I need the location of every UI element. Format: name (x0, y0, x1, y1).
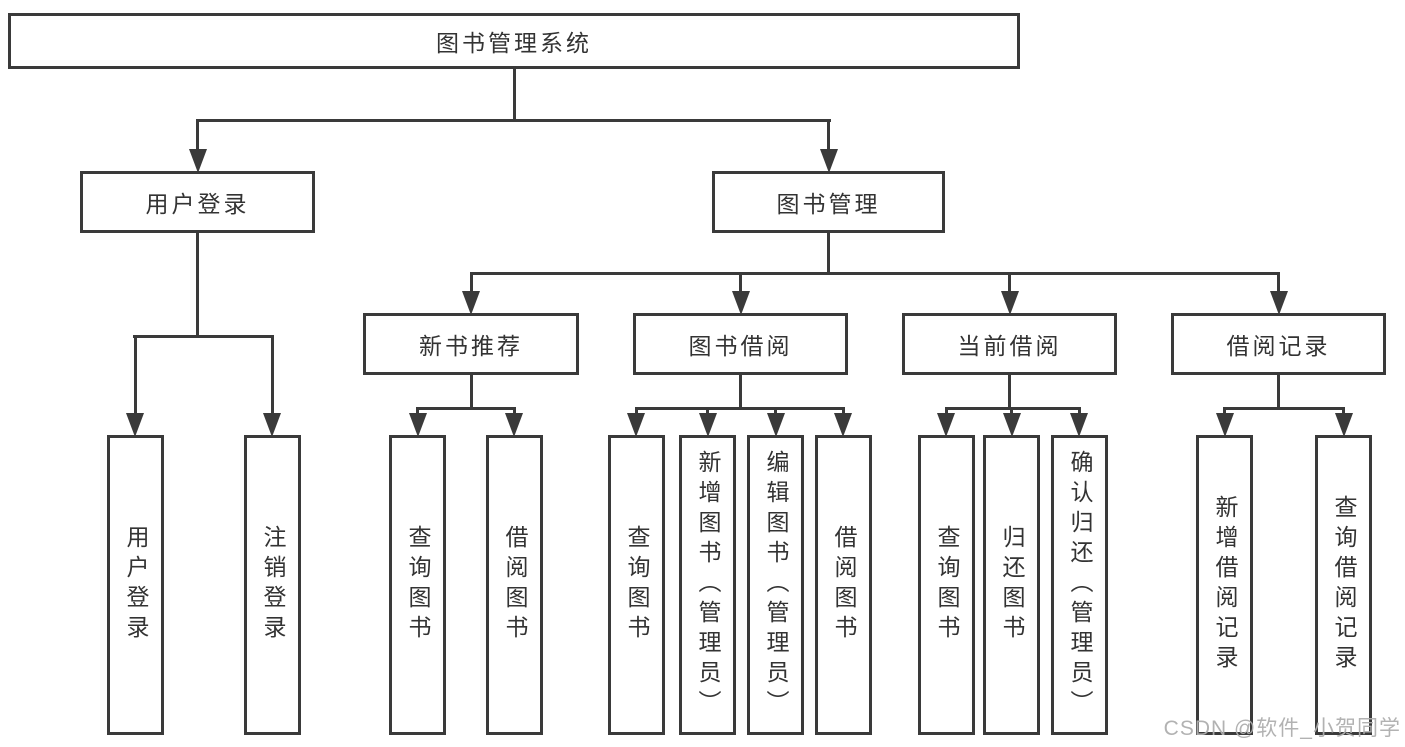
csdn-watermark: CSDN @软件_小贺同学 (1163, 717, 1401, 740)
edge-line (739, 375, 742, 407)
arrow-down-icon (937, 413, 955, 437)
edge-line (1277, 272, 1280, 291)
arrow-down-icon (767, 413, 785, 437)
edge-line (470, 272, 1280, 275)
arrow-down-icon (462, 291, 480, 315)
arrow-down-icon (627, 413, 645, 437)
arrow-down-icon (1001, 291, 1019, 315)
edge-line (196, 233, 199, 335)
arrow-down-icon (732, 291, 750, 315)
arrow-down-icon (1216, 413, 1234, 437)
edge-line (1223, 407, 1345, 410)
node-borrowing-records: 借阅记录 (1171, 313, 1386, 375)
edge-line (271, 335, 274, 413)
edge-line (416, 407, 419, 415)
edge-line (706, 407, 709, 415)
edge-line (945, 407, 1081, 410)
leaf-query-borrow-record: 查询借阅记录 (1315, 435, 1372, 735)
leaf-borrow-books-borrowing: 借阅图书 (815, 435, 872, 735)
edge-line (1078, 407, 1081, 415)
edge-line (635, 407, 845, 410)
edge-line (133, 335, 273, 338)
arrow-down-icon (505, 413, 523, 437)
leaf-edit-books-admin: 编辑图书（管理员） (747, 435, 804, 735)
edge-line (1277, 375, 1280, 407)
edge-line (513, 407, 516, 415)
edge-line (1008, 375, 1011, 407)
edge-line (827, 233, 830, 272)
leaf-add-books-admin: 新增图书（管理员） (679, 435, 736, 735)
edge-line (196, 119, 831, 122)
edge-line (739, 272, 742, 291)
arrow-down-icon (1335, 413, 1353, 437)
leaf-return-books: 归还图书 (983, 435, 1040, 735)
arrow-down-icon (699, 413, 717, 437)
edge-line (470, 272, 473, 291)
edge-line (134, 335, 137, 413)
leaf-query-books-current: 查询图书 (918, 435, 975, 735)
arrow-down-icon (263, 413, 281, 437)
leaf-confirm-return-admin: 确认归还（管理员） (1051, 435, 1108, 735)
node-new-book-recommendation: 新书推荐 (363, 313, 579, 375)
edge-line (842, 407, 845, 415)
leaf-query-books-borrowing: 查询图书 (608, 435, 665, 735)
edge-line (945, 407, 948, 415)
node-current-borrowing: 当前借阅 (902, 313, 1117, 375)
leaf-query-books-recommend: 查询图书 (389, 435, 446, 735)
leaf-logout: 注销登录 (244, 435, 301, 735)
arrow-down-icon (189, 149, 207, 173)
leaf-borrow-books-recommend: 借阅图书 (486, 435, 543, 735)
edge-line (1342, 407, 1345, 415)
arrow-down-icon (820, 149, 838, 173)
arrow-down-icon (1070, 413, 1088, 437)
leaf-add-borrow-record: 新增借阅记录 (1196, 435, 1253, 735)
edge-line (513, 69, 516, 119)
node-library-management-system: 图书管理系统 (8, 13, 1020, 69)
arrow-down-icon (126, 413, 144, 437)
edge-line (635, 407, 638, 415)
leaf-user-login: 用户登录 (107, 435, 164, 735)
edge-line (1223, 407, 1226, 415)
edge-line (1008, 272, 1011, 291)
node-book-management: 图书管理 (712, 171, 945, 233)
arrow-down-icon (409, 413, 427, 437)
edge-line (774, 407, 777, 415)
arrow-down-icon (1270, 291, 1288, 315)
node-user-login: 用户登录 (80, 171, 315, 233)
arrow-down-icon (834, 413, 852, 437)
edge-line (1010, 407, 1013, 415)
arrow-down-icon (1003, 413, 1021, 437)
edge-line (416, 407, 516, 410)
edge-line (827, 119, 830, 151)
edge-line (196, 119, 199, 151)
edge-line (470, 375, 473, 407)
node-book-borrowing: 图书借阅 (633, 313, 848, 375)
